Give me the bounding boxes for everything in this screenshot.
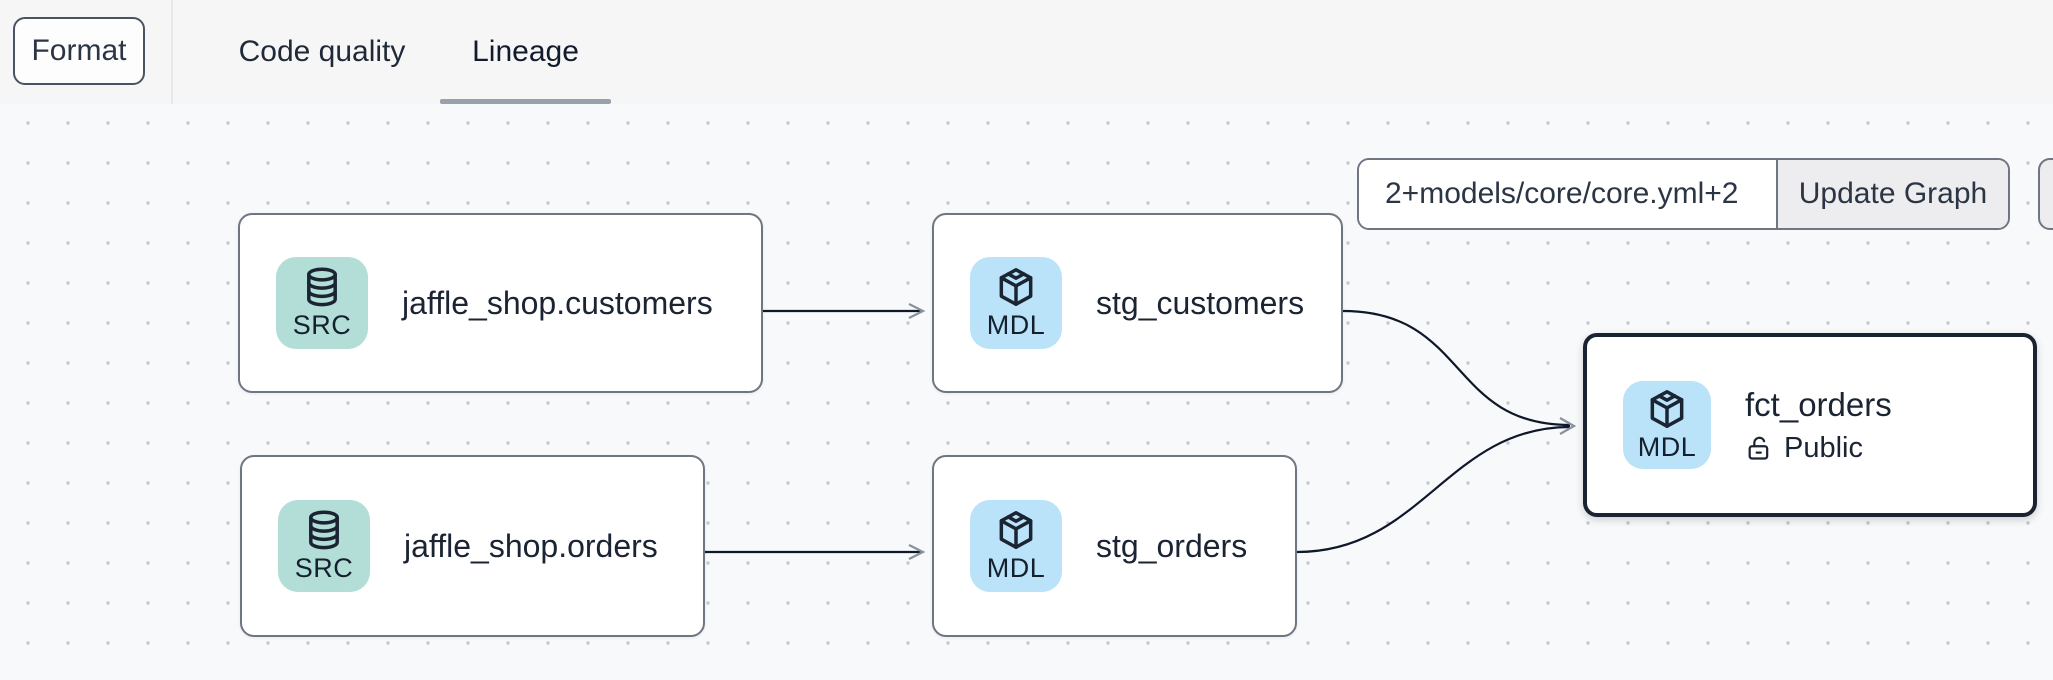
cube-icon (1650, 390, 1684, 428)
badge-label: MDL (1637, 432, 1697, 462)
lineage-node-fct_orders[interactable]: MDL fct_orders Public (1583, 333, 2037, 517)
database-icon (307, 267, 337, 307)
cube-icon (999, 268, 1033, 306)
format-button[interactable]: Format (13, 17, 145, 85)
lineage-node-stg_orders[interactable]: MDL stg_orders (932, 455, 1297, 637)
model-badge: MDL (1623, 381, 1711, 469)
arrowhead-icon (908, 303, 926, 319)
node-label: stg_customers (1096, 284, 1305, 321)
badge-label: MDL (986, 310, 1046, 340)
model-badge: MDL (970, 500, 1062, 592)
lineage-node-stg_customers[interactable]: MDL stg_customers (932, 213, 1343, 393)
node-label: jaffle_shop.orders (404, 527, 658, 564)
edge-stg_orders-fct_orders (1296, 425, 1571, 554)
lineage-canvas[interactable]: SRC jaffle_shop.customers MDL stg_custom… (0, 104, 2053, 680)
selector-input[interactable] (1359, 160, 1776, 228)
toolbar-divider (171, 0, 173, 104)
source-badge: SRC (276, 257, 368, 349)
node-label: stg_orders (1096, 527, 1248, 564)
lock-open-icon (1748, 436, 1769, 460)
badge-label: SRC (294, 553, 354, 583)
database-icon (309, 510, 339, 550)
node-label: jaffle_shop.customers (402, 284, 713, 321)
source-badge: SRC (278, 500, 370, 592)
arrowhead-icon (908, 544, 926, 560)
tab-lineage[interactable]: Lineage (440, 0, 611, 104)
access-badge: Public (1745, 432, 1892, 465)
selector-group: Update Graph (1357, 158, 2010, 230)
lineage-node-jaffle_shop-customers[interactable]: SRC jaffle_shop.customers (238, 213, 763, 393)
toolbar: Format Code quality Lineage (0, 0, 2053, 104)
arrowhead-icon (1559, 417, 1577, 435)
badge-label: SRC (292, 310, 352, 340)
node-label: fct_orders (1745, 385, 1892, 423)
access-label: Public (1784, 431, 1863, 464)
cube-icon (999, 511, 1033, 549)
tab-code-quality[interactable]: Code quality (238, 35, 406, 68)
clipped-toolbar-button[interactable] (2038, 158, 2053, 230)
model-badge: MDL (970, 257, 1062, 349)
lineage-node-jaffle_shop-orders[interactable]: SRC jaffle_shop.orders (240, 455, 705, 637)
badge-label: MDL (986, 553, 1046, 583)
update-graph-button[interactable]: Update Graph (1776, 160, 2008, 228)
edge-stg_customers-fct_orders (1342, 309, 1571, 427)
